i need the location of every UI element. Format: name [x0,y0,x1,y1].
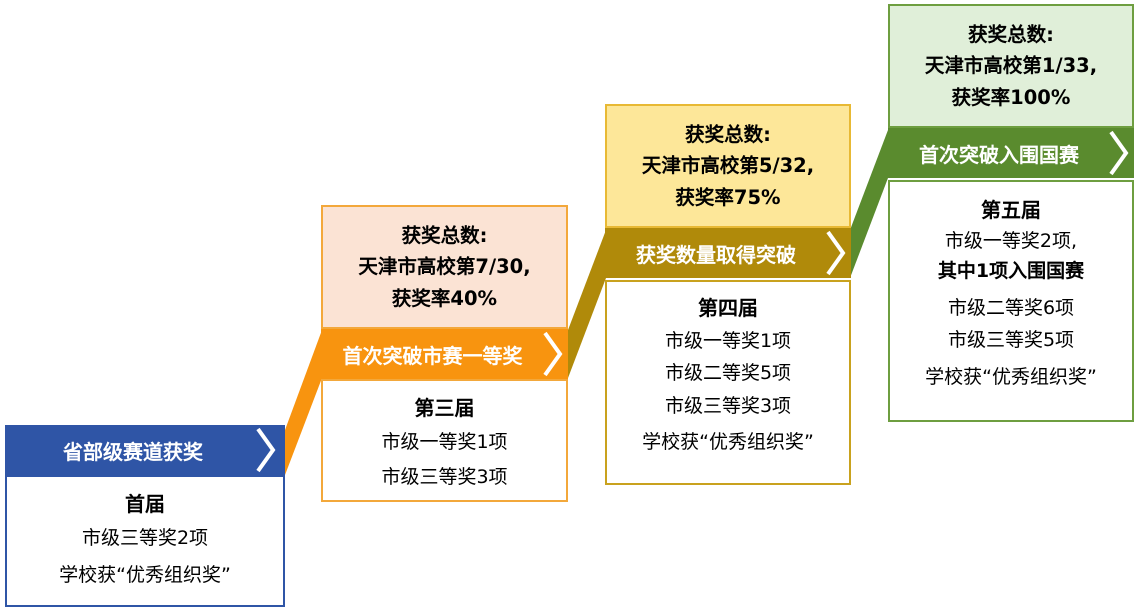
stage3-line: 学校获“优秀组织奖” [642,431,814,454]
stage1-title: 首届 [125,492,165,516]
stage4-stats: 获奖总数: 天津市高校第1/33, 获奖率100% [888,4,1134,128]
stat-line: 天津市高校第5/32, [641,154,815,178]
stage1-banner: 省部级赛道获奖 [5,425,285,475]
stage4-banner-label: 首次突破入围国赛 [919,142,1079,167]
stage4-line: 市级三等奖5项 [947,329,1075,352]
stage2-box: 第三届 市级一等奖1项 市级三等奖3项 [321,379,568,502]
chevron-right-icon [543,331,563,377]
stat-line: 获奖总数: [401,224,488,248]
stat-line: 获奖总数: [968,23,1054,47]
stat-line: 获奖率100% [951,85,1071,109]
stat-line: 获奖率75% [675,185,781,209]
connector-blue-orange [285,330,322,475]
stage3-title: 第四届 [698,296,758,320]
stage2-stats: 获奖总数: 天津市高校第7/30, 获奖率40% [321,205,568,329]
chevron-right-icon [256,427,276,473]
stage3-line: 市级二等奖5项 [664,362,792,385]
chevron-right-icon [826,230,846,276]
stage3-line: 市级一等奖1项 [664,330,792,352]
stage4-line: 市级二等奖6项 [947,296,1075,319]
stat-line: 获奖率40% [391,286,498,310]
stat-line: 天津市高校第1/33, [924,54,1098,78]
stage2-banner-label: 首次突破市赛一等奖 [342,343,523,368]
stage4-line: 其中1项入围国赛 [937,260,1085,283]
stage4-banner: 首次突破入围国赛 [888,128,1134,178]
stage1-banner-label: 省部级赛道获奖 [63,439,203,464]
stage3-box: 第四届 市级一等奖1项 市级二等奖5项 市级三等奖3项 学校获“优秀组织奖” [605,280,851,485]
stage2-banner: 首次突破市赛一等奖 [321,329,568,379]
stage1-box: 首届 市级三等奖2项 学校获“优秀组织奖” [5,475,285,607]
stage1-line: 学校获“优秀组织奖” [59,564,231,587]
stat-line: 获奖总数: [685,123,771,147]
stage1-line: 市级三等奖2项 [81,527,209,549]
stage3-banner-label: 获奖数量取得突破 [636,242,796,267]
stage3-banner: 获奖数量取得突破 [605,228,851,278]
stage4-line: 学校获“优秀组织奖” [925,365,1097,388]
connector-gold-green [850,130,888,278]
stage3-line: 市级三等奖3项 [664,394,792,417]
stage2-title: 第三届 [414,396,475,420]
stage4-title: 第五届 [981,198,1041,222]
chevron-right-icon [1109,130,1129,176]
stage2-line: 市级一等奖1项 [381,431,508,453]
stage4-box: 第五届 市级一等奖2项, 其中1项入围国赛 市级二等奖6项 市级三等奖5项 学校… [888,180,1134,422]
stage2-line: 市级三等奖3项 [381,466,508,489]
stage3-stats: 获奖总数: 天津市高校第5/32, 获奖率75% [605,104,851,228]
connector-orange-gold [568,230,606,378]
stage4-line: 市级一等奖2项, [944,230,1078,252]
stat-line: 天津市高校第7/30, [358,255,531,279]
